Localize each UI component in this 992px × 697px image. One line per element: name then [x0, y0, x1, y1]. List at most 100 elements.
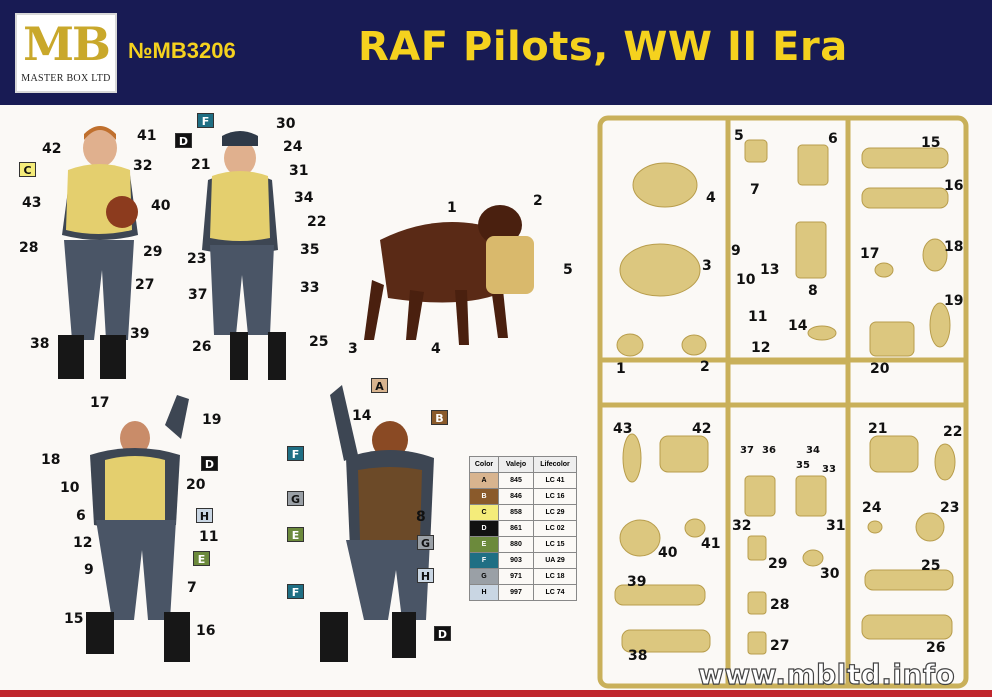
part-number: 43 — [613, 421, 633, 437]
part-number: 6 — [828, 131, 838, 147]
part-number: 9 — [731, 243, 741, 259]
figure-pilot-4 — [320, 385, 434, 662]
paint-swatch: C — [469, 504, 499, 521]
callout-label: 27 — [135, 277, 155, 293]
part-number: 39 — [627, 574, 647, 590]
callout-label: 33 — [300, 280, 320, 296]
part-number: 3 — [702, 258, 712, 274]
part-number: 35 — [796, 460, 810, 471]
callout-label: 8 — [416, 509, 426, 525]
dog-figure — [364, 205, 534, 345]
callout-label: 37 — [188, 287, 208, 303]
part-number: 34 — [806, 445, 820, 456]
callout-label: 15 — [64, 611, 84, 627]
callout-label: 30 — [276, 116, 296, 132]
logo-text: MB — [23, 17, 111, 71]
vallejo-code: 880 — [498, 536, 534, 553]
callout-label: 14 — [352, 408, 372, 424]
color-code-box: E — [287, 527, 304, 542]
callout-label: 41 — [137, 128, 157, 144]
callout-label: 28 — [19, 240, 39, 256]
part-number: 23 — [940, 500, 960, 516]
paint-row: F 903 UA 29 — [469, 552, 577, 569]
paint-row: D 861 LC 02 — [469, 520, 577, 537]
part-number: 31 — [826, 518, 846, 534]
logo-subtitle: MASTER BOX LTD — [21, 73, 111, 84]
paint-reference-table: Color Valejo Lifecolor A 845 LC 41 B 846… — [469, 456, 577, 601]
color-code-box: G — [287, 491, 304, 506]
part-number: 18 — [944, 239, 964, 255]
color-code-box: H — [417, 568, 434, 583]
sprue-parts — [614, 139, 956, 655]
callout-label: 31 — [289, 163, 309, 179]
callout-label: 25 — [309, 334, 329, 350]
paint-row: B 846 LC 16 — [469, 488, 577, 505]
callout-label: 12 — [73, 535, 93, 551]
callout-label: 38 — [30, 336, 50, 352]
callout-label: 1 — [447, 200, 457, 216]
part-number: 5 — [734, 128, 744, 144]
header-vallejo: Valejo — [498, 456, 534, 473]
callout-label: 9 — [84, 562, 94, 578]
callout-label: 34 — [294, 190, 314, 206]
lifecolor-code: LC 16 — [533, 488, 577, 505]
part-number: 4 — [706, 190, 716, 206]
part-number: 28 — [770, 597, 790, 613]
part-number: 32 — [732, 518, 752, 534]
paint-swatch: A — [469, 472, 499, 489]
callout-label: 7 — [187, 580, 197, 596]
catalog-number: №MB3206 — [128, 38, 236, 63]
figure-pilot-1 — [58, 126, 138, 379]
color-code-box: F — [197, 113, 214, 128]
figure-pilot-3 — [86, 395, 190, 662]
part-number: 19 — [944, 293, 964, 309]
part-number: 36 — [762, 445, 776, 456]
page-title: RAF Pilots, WW II Era — [358, 24, 848, 70]
part-number: 25 — [921, 558, 941, 574]
callout-label: 19 — [202, 412, 222, 428]
callout-label: 29 — [143, 244, 163, 260]
paint-row: C 858 LC 29 — [469, 504, 577, 521]
color-code-box: B — [431, 410, 448, 425]
part-number: 21 — [868, 421, 888, 437]
vallejo-code: 903 — [498, 552, 534, 569]
part-number: 15 — [921, 135, 941, 151]
part-number: 24 — [862, 500, 882, 516]
vallejo-code: 861 — [498, 520, 534, 537]
callout-label: 39 — [130, 326, 150, 342]
callout-label: 24 — [283, 139, 303, 155]
brand-logo: MB MASTER BOX LTD — [15, 13, 117, 93]
callout-label: 2 — [533, 193, 543, 209]
color-code-box: A — [371, 378, 388, 393]
paint-row: G 971 LC 18 — [469, 568, 577, 585]
paint-swatch: E — [469, 536, 499, 553]
callout-label: 11 — [199, 529, 219, 545]
part-number: 11 — [748, 309, 768, 325]
color-code-box: F — [287, 584, 304, 599]
vallejo-code: 858 — [498, 504, 534, 521]
paint-swatch: D — [469, 520, 499, 537]
paint-swatch: F — [469, 552, 499, 569]
color-code-box: G — [417, 535, 434, 550]
callout-label: 18 — [41, 452, 61, 468]
lifecolor-code: LC 15 — [533, 536, 577, 553]
callout-label: 22 — [307, 214, 327, 230]
callout-label: 35 — [300, 242, 320, 258]
callout-label: 26 — [192, 339, 212, 355]
color-code-box: D — [434, 626, 451, 641]
part-number: 13 — [760, 262, 780, 278]
part-number: 30 — [820, 566, 840, 582]
part-number: 1 — [616, 361, 626, 377]
part-number: 16 — [944, 178, 964, 194]
callout-label: 4 — [431, 341, 441, 357]
callout-label: 16 — [196, 623, 216, 639]
color-code-box: F — [287, 446, 304, 461]
part-number: 20 — [870, 361, 890, 377]
callout-label: 5 — [563, 262, 573, 278]
lifecolor-code: UA 29 — [533, 552, 577, 569]
part-number: 17 — [860, 246, 880, 262]
part-number: 26 — [926, 640, 946, 656]
paint-table-header: Color Valejo Lifecolor — [469, 456, 577, 473]
part-number: 29 — [768, 556, 788, 572]
